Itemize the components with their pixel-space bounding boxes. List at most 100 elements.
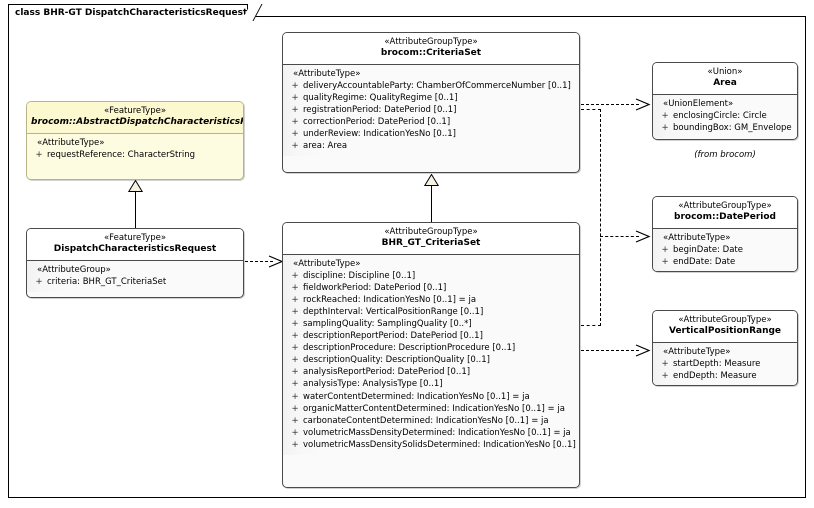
attribute-text: discipline: Discipline [0..1] — [303, 270, 416, 281]
visibility-marker: + — [291, 331, 299, 342]
visibility-marker: + — [291, 117, 299, 128]
class-stereotype: «FeatureType» — [103, 106, 167, 116]
class-header: «FeatureType» DispatchCharacteristicsReq… — [27, 229, 243, 261]
class-box-dispatch-characteristics-request[interactable]: «FeatureType» DispatchCharacteristicsReq… — [26, 228, 244, 298]
attribute-text: enclosingCircle: Circle — [673, 110, 767, 121]
class-name: brocom::CriteriaSet — [380, 47, 482, 58]
attribute-text: requestReference: CharacterString — [47, 149, 196, 160]
attribute-group-stereotype: «UnionElement» — [663, 98, 734, 109]
class-stereotype: «AttributeGroupType» — [384, 227, 478, 237]
class-stereotype: «AttributeGroupType» — [678, 201, 772, 211]
class-attributes: «AttributeType» +beginDate: Date +endDat… — [653, 228, 797, 271]
attribute-text: startDepth: Measure — [673, 358, 761, 369]
attribute-text: underReview: IndicationYesNo [0..1] — [303, 129, 456, 140]
diagram-title: class BHR-GT DispatchCharacteristicsRequ… — [15, 7, 248, 18]
visibility-marker: + — [291, 270, 299, 281]
class-box-vertical-position-range[interactable]: «AttributeGroupType» VerticalPositionRan… — [652, 310, 798, 386]
visibility-marker: + — [291, 307, 299, 318]
attribute-text: volumetricMassDensityDetermined: Indicat… — [303, 427, 571, 438]
visibility-marker: + — [291, 367, 299, 378]
generalization-line-criteriaset — [431, 185, 432, 222]
visibility-marker: + — [291, 105, 299, 115]
attribute-text: rockReached: IndicationYesNo [0..1] = ja — [303, 295, 477, 305]
attribute-group-stereotype: «AttributeType» — [293, 258, 361, 269]
visibility-marker: + — [291, 403, 299, 414]
area-package-caption: (from brocom) — [694, 150, 756, 160]
attribute-text: boundingBox: GM_Envelope — [673, 122, 792, 133]
visibility-marker: + — [291, 295, 299, 305]
visibility-marker: + — [291, 129, 299, 140]
class-header: «AttributeGroupType» BHR_GT_CriteriaSet — [283, 223, 579, 255]
class-name: Area — [713, 77, 737, 88]
attribute-row: +registrationPeriod: DatePeriod [0..1] — [287, 104, 576, 116]
attribute-text: organicMatterContentDetermined: Indicati… — [303, 403, 565, 414]
dependency-trunk-bottom-segment — [581, 325, 601, 326]
attribute-row: +depthInterval: VerticalPositionRange [0… — [287, 306, 576, 318]
attribute-group-stereotype: «AttributeType» — [663, 232, 731, 243]
attribute-text: endDate: Date — [673, 256, 736, 267]
attribute-row: + underReview: IndicationYesNo [0..1] — [287, 128, 576, 140]
generalization-line-dispatch — [135, 191, 136, 228]
class-stereotype: «AttributeGroupType» — [384, 37, 478, 47]
visibility-marker: + — [291, 80, 299, 91]
class-name: DispatchCharacteristicsRequest — [53, 243, 217, 254]
dependency-arrowhead-verticalrange — [635, 344, 651, 357]
class-name: BHR_GT_CriteriaSet — [381, 237, 481, 248]
attribute-row: +correctionPeriod: DatePeriod [0..1] — [287, 116, 576, 128]
attribute-text: descriptionQuality: DescriptionQuality [… — [303, 355, 490, 366]
attribute-text: samplingQuality: SamplingQuality [0..*] — [303, 319, 472, 330]
attribute-group-stereotype: «AttributeGroup» — [37, 264, 111, 275]
visibility-marker: + — [661, 358, 669, 369]
class-name: brocom::AbstractDispatchCharacteristicsR… — [31, 116, 244, 127]
diagram-title-tab: class BHR-GT DispatchCharacteristicsRequ… — [8, 4, 263, 21]
class-header: «FeatureType» brocom::AbstractDispatchCh… — [27, 102, 243, 134]
visibility-marker: + — [661, 122, 669, 133]
visibility-marker: + — [661, 370, 669, 381]
class-box-brocom-criteriaset[interactable]: «AttributeGroupType» brocom::CriteriaSet… — [282, 32, 580, 173]
dependency-line-criteriaset-to-area — [581, 104, 639, 105]
class-box-bhr-gt-criteriaset[interactable]: «AttributeGroupType» BHR_GT_CriteriaSet … — [282, 222, 580, 488]
class-attributes: «AttributeType» + requestReference: Chara… — [27, 133, 243, 165]
attribute-text: fieldworkPeriod: DatePeriod [0..1] — [303, 282, 447, 293]
class-attributes: «AttributeType» + discipline: Discipline … — [283, 254, 580, 455]
attribute-row: +criteria: BHR_GT_CriteriaSet — [31, 276, 240, 288]
attribute-text: volumetricMassDensitySolidsDetermined: I… — [303, 439, 580, 450]
attribute-row: + samplingQuality: SamplingQuality [0..*] — [287, 318, 576, 330]
class-box-brocom-dateperiod[interactable]: «AttributeGroupType» brocom::DatePeriod … — [652, 196, 798, 272]
dependency-arrowhead-area — [635, 98, 651, 111]
attribute-row: +endDepth: Measure — [657, 370, 794, 382]
visibility-marker: + — [291, 141, 299, 152]
dependency-line-to-verticalrange — [581, 350, 639, 351]
attribute-row: + rockReached: IndicationYesNo [0..1] = j… — [287, 294, 576, 306]
visibility-marker: + — [291, 379, 299, 390]
attribute-row: + requestReference: CharacterString — [31, 149, 240, 161]
visibility-marker: + — [291, 282, 299, 293]
visibility-marker: + — [291, 427, 299, 438]
attribute-row: + fieldworkPeriod: DatePeriod [0..1] — [287, 282, 576, 294]
class-attributes: «AttributeType» +startDepth: Measure +en… — [653, 342, 797, 385]
visibility-marker: + — [291, 319, 299, 330]
visibility-marker: + — [291, 343, 299, 354]
class-box-abstract-dispatch-characteristics-request[interactable]: «FeatureType» brocom::AbstractDispatchCh… — [26, 101, 244, 180]
visibility-marker: + — [35, 149, 43, 160]
attribute-text: carbonateContentDetermined: IndicationYe… — [303, 415, 549, 426]
attribute-text: descriptionReportPeriod: DatePeriod [0..… — [303, 331, 483, 342]
dependency-line-dispatch-to-bhr — [245, 261, 273, 262]
visibility-marker: + — [291, 391, 299, 402]
class-box-area[interactable]: «Union» Area «UnionElement» +enclosingCi… — [652, 62, 798, 140]
attribute-row: + organicMatterContentDetermined: Indicat… — [287, 403, 576, 415]
attribute-row: + boundingBox: GM_Envelope — [657, 122, 794, 134]
attribute-row: + descriptionProcedure: DescriptionProced… — [287, 342, 576, 354]
dependency-trunk-vertical — [600, 109, 601, 326]
visibility-marker: + — [661, 244, 669, 255]
dependency-arrowhead-dateperiod — [635, 230, 651, 243]
visibility-marker: + — [291, 439, 299, 450]
visibility-marker: + — [661, 110, 669, 121]
attribute-text: criteria: BHR_GT_CriteriaSet — [47, 276, 167, 287]
attribute-group-stereotype: «AttributeType» — [37, 137, 105, 148]
attribute-row: +deliveryAccountableParty: ChamberOfComm… — [287, 80, 576, 92]
dependency-trunk-top-segment — [581, 109, 601, 110]
attribute-text: descriptionProcedure: DescriptionProcedu… — [303, 343, 516, 354]
attribute-row: +endDate: Date — [657, 256, 794, 268]
class-name: VerticalPositionRange — [668, 325, 782, 336]
